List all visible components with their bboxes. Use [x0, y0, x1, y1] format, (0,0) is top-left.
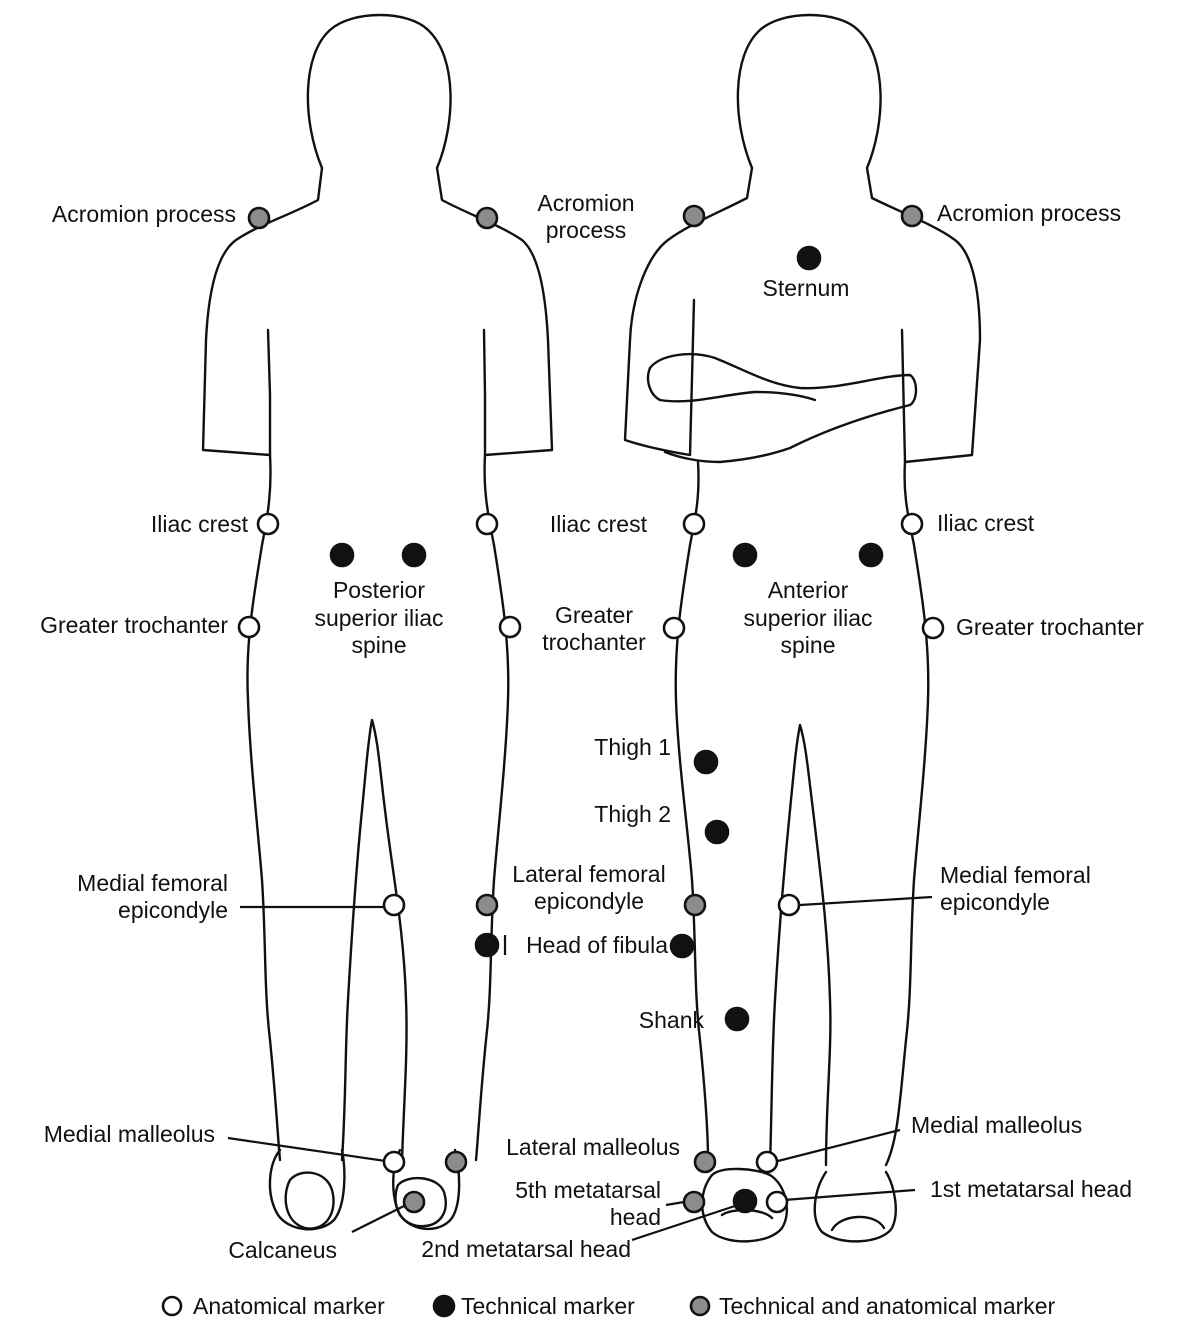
legend-anatomical-swatch [163, 1297, 181, 1315]
marker-lateral-malleolus-posterior [446, 1152, 466, 1172]
label-second-metatarsal: 2nd metatarsal head [421, 1236, 631, 1262]
anterior-torso-right [886, 462, 928, 1165]
label-acromion-middle-line2: process [546, 217, 627, 243]
leader-medial-malleolus-posterior [228, 1138, 392, 1162]
marker-asis-right [860, 544, 882, 566]
marker-first-metatarsal [767, 1192, 787, 1212]
marker-acromion-anterior-right [902, 206, 922, 226]
marker-calcaneus [404, 1192, 424, 1212]
label-thigh-2: Thigh 2 [594, 801, 671, 827]
marker-head-of-fibula [671, 935, 693, 957]
label-lateral-femoral-line2: epicondyle [534, 888, 644, 914]
marker-lateral-femoral-anterior [685, 895, 705, 915]
marker-greater-trochanter-anterior-right [923, 618, 943, 638]
marker-iliac-crest-anterior-right [902, 514, 922, 534]
posterior-torso-left [247, 455, 280, 1160]
label-psis-line3: spine [352, 632, 407, 658]
posterior-torso-right [476, 455, 508, 1160]
label-calcaneus: Calcaneus [228, 1237, 337, 1263]
marker-thigh-1 [695, 751, 717, 773]
legend-technical-anatomical-label: Technical and anatomical marker [719, 1293, 1056, 1319]
marker-fifth-metatarsal [684, 1192, 704, 1212]
label-acromion-middle-line1: Acromion [537, 190, 634, 216]
marker-shank [726, 1008, 748, 1030]
label-asis-line2: superior iliac [743, 605, 872, 631]
leader-medial-malleolus-anterior [774, 1130, 900, 1162]
label-iliac-crest-middle: Iliac crest [550, 511, 648, 537]
legend-technical-swatch [434, 1296, 454, 1316]
label-psis-line1: Posterior [333, 577, 425, 603]
marker-psis-left [331, 544, 353, 566]
label-asis-line3: spine [781, 632, 836, 658]
label-medial-femoral-anterior-line1: Medial femoral [940, 862, 1091, 888]
label-first-metatarsal: 1st metatarsal head [930, 1176, 1132, 1202]
marker-acromion-posterior-left [249, 208, 269, 228]
label-thigh-1: Thigh 1 [594, 734, 671, 760]
posterior-left-foot [270, 1150, 344, 1229]
label-asis-line1: Anterior [768, 577, 849, 603]
anterior-torso-left [676, 462, 708, 1160]
anterior-head-and-shoulders [738, 15, 980, 462]
label-sternum: Sternum [763, 275, 850, 301]
marker-lateral-malleolus-anterior [695, 1152, 715, 1172]
posterior-head [308, 15, 552, 455]
marker-asis-left [734, 544, 756, 566]
marker-medial-malleolus-posterior [384, 1152, 404, 1172]
label-head-of-fibula: Head of fibula [526, 932, 668, 958]
label-fifth-metatarsal-line1: 5th metatarsal [515, 1177, 661, 1203]
label-shank: Shank [639, 1007, 705, 1033]
label-greater-trochanter-middle-line1: Greater [555, 602, 633, 628]
marker-lateral-femoral-posterior [477, 895, 497, 915]
legend-anatomical-label: Anatomical marker [193, 1293, 385, 1319]
marker-iliac-crest-posterior-left [258, 514, 278, 534]
anterior-inner-legs [770, 725, 830, 1165]
label-acromion-posterior: Acromion process [52, 201, 236, 227]
label-lateral-malleolus: Lateral malleolus [506, 1134, 680, 1160]
marker-acromion-posterior-right [477, 208, 497, 228]
marker-greater-trochanter-anterior-left [664, 618, 684, 638]
label-medial-malleolus-anterior: Medial malleolus [911, 1112, 1082, 1138]
anterior-forearm [648, 368, 815, 401]
marker-greater-trochanter-posterior-right [500, 617, 520, 637]
legend-technical-label: Technical marker [461, 1293, 635, 1319]
legend: Anatomical marker Technical marker Techn… [163, 1293, 1056, 1319]
label-iliac-crest-anterior: Iliac crest [937, 510, 1035, 536]
marker-fibula-posterior [476, 934, 498, 956]
label-medial-femoral-posterior-line2: epicondyle [118, 897, 228, 923]
label-greater-trochanter-middle-line2: trochanter [542, 629, 646, 655]
marker-iliac-crest-posterior-right [477, 514, 497, 534]
legend-technical-anatomical-swatch [691, 1297, 709, 1315]
label-iliac-crest-posterior: Iliac crest [151, 511, 249, 537]
marker-sternum [798, 247, 820, 269]
label-medial-malleolus-posterior: Medial malleolus [44, 1121, 215, 1147]
anterior-right-foot [815, 1172, 896, 1241]
label-lateral-femoral-line1: Lateral femoral [512, 861, 665, 887]
posterior-left-heel [286, 1173, 334, 1229]
marker-greater-trochanter-posterior-left [239, 617, 259, 637]
label-acromion-anterior: Acromion process [937, 200, 1121, 226]
label-greater-trochanter-anterior: Greater trochanter [956, 614, 1144, 640]
label-medial-femoral-posterior-line1: Medial femoral [77, 870, 228, 896]
anterior-right-toes [832, 1217, 884, 1230]
posterior-inner-legs [342, 720, 407, 1160]
label-greater-trochanter-posterior: Greater trochanter [40, 612, 228, 638]
label-fifth-metatarsal-line2: head [610, 1204, 661, 1230]
label-medial-femoral-anterior-line2: epicondyle [940, 889, 1050, 915]
marker-second-metatarsal [734, 1190, 756, 1212]
marker-medial-femoral-anterior [779, 895, 799, 915]
marker-psis-right [403, 544, 425, 566]
marker-acromion-anterior-left [684, 206, 704, 226]
marker-medial-malleolus-anterior [757, 1152, 777, 1172]
marker-thigh-2 [706, 821, 728, 843]
marker-iliac-crest-anterior-left [684, 514, 704, 534]
marker-medial-femoral-posterior [384, 895, 404, 915]
label-psis-line2: superior iliac [314, 605, 443, 631]
